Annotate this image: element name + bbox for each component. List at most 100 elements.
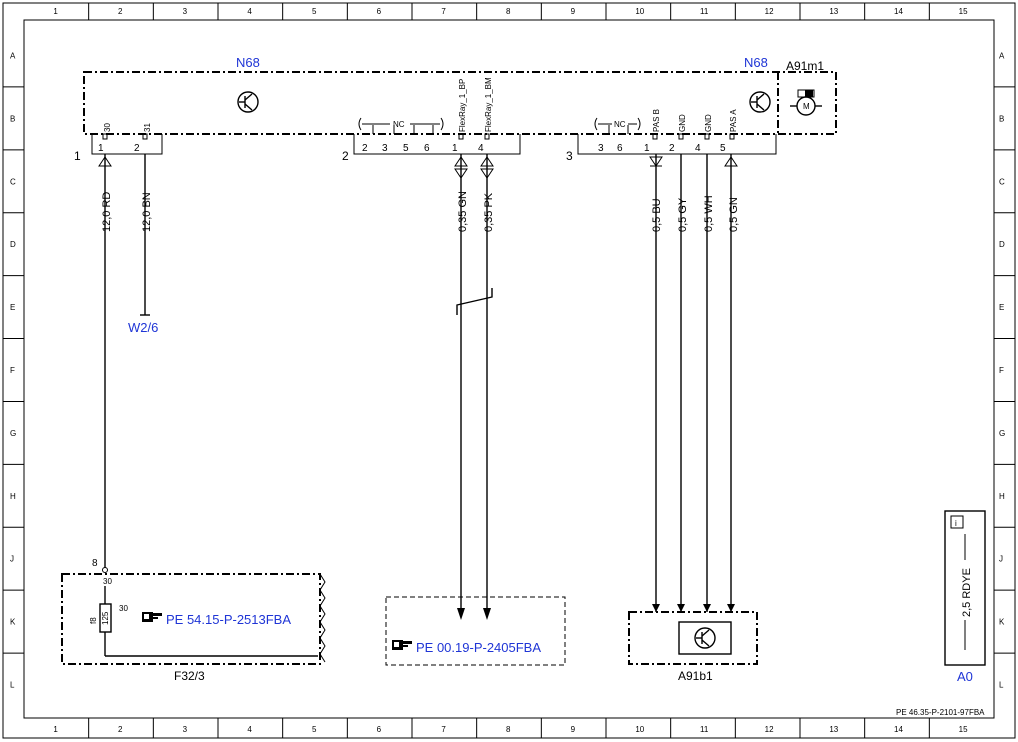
arrow-down-icon xyxy=(457,608,465,620)
grid-row-label: F xyxy=(999,366,1004,375)
a91b1-label: A91b1 xyxy=(678,669,713,683)
grid-column-label: 12 xyxy=(765,725,774,734)
grid-row-label: A xyxy=(999,51,1005,60)
nc-label: NC xyxy=(393,120,405,129)
grid-row-label: J xyxy=(10,555,14,564)
grid-column-label: 13 xyxy=(829,7,838,16)
connector-3-pin: 5 xyxy=(720,143,726,154)
fuse-top-pin: 8 xyxy=(92,558,98,569)
grid-row-label: C xyxy=(999,177,1005,186)
grid-row-label: A xyxy=(10,51,16,60)
sensor-frame xyxy=(678,621,732,655)
connector-3-pin: 1 xyxy=(644,143,650,154)
pin-marker xyxy=(484,133,490,140)
inner-frame xyxy=(23,19,995,719)
transistor-icon xyxy=(749,91,771,113)
pin-label: GND xyxy=(678,114,687,132)
grid-column-label: 15 xyxy=(959,725,968,734)
connector-2-pin: 1 xyxy=(452,143,458,154)
connector-3-pin: 6 xyxy=(617,143,623,154)
grid-row-label: H xyxy=(999,492,1005,501)
grid-column-label: 11 xyxy=(700,725,709,734)
connector-3-pin: 4 xyxy=(695,143,701,154)
grid-column-label: 10 xyxy=(635,7,644,16)
pin-marker xyxy=(102,133,108,140)
info-icon xyxy=(950,515,964,529)
connector-1-number: 1 xyxy=(74,149,81,163)
pin-label: 30 xyxy=(103,123,112,132)
wire-label: 0,35 GN xyxy=(457,191,469,232)
grid-column-label: 8 xyxy=(506,7,511,16)
transistor-icon xyxy=(237,91,259,113)
connector-2-pin: 3 xyxy=(382,143,388,154)
connector-1-pin: 1 xyxy=(98,143,104,154)
grid-column-label: 1 xyxy=(53,7,58,16)
grid-row-label: B xyxy=(999,114,1004,123)
connector-3-number: 3 xyxy=(566,149,573,163)
wire-label: 0,5 GN xyxy=(728,197,740,232)
fuse-side-pin: 30 xyxy=(119,604,128,613)
reference-link[interactable]: PE 54.15-P-2513FBA xyxy=(166,612,291,627)
pin-label: 31 xyxy=(143,123,152,132)
n68-label-left: N68 xyxy=(236,55,260,70)
pin-marker xyxy=(704,133,710,140)
arrow-down-icon xyxy=(703,604,711,612)
grid-row-label: F xyxy=(10,366,15,375)
pin-label: GND xyxy=(704,114,713,132)
connector-3-pin: 3 xyxy=(598,143,604,154)
grid-column-label: 13 xyxy=(829,725,838,734)
break-edge xyxy=(319,573,326,663)
grid-column-label: 5 xyxy=(312,7,317,16)
grid-row-label: J xyxy=(999,555,1003,564)
nc-bracket xyxy=(594,117,641,131)
flexray-ref-box xyxy=(385,596,566,666)
connector-3-body xyxy=(577,134,777,155)
grid-column-label: 15 xyxy=(959,7,968,16)
w2-6-label: W2/6 xyxy=(128,320,158,335)
reference-link[interactable]: PE 00.19-P-2405FBA xyxy=(416,640,541,655)
grid-column-label: 2 xyxy=(118,7,123,16)
pin-marker xyxy=(458,133,464,140)
grid-row-label: E xyxy=(10,303,15,312)
connector-2-pin: 4 xyxy=(478,143,484,154)
pin-marker xyxy=(142,133,148,140)
a0-label: A0 xyxy=(957,669,973,684)
wire-label: 0,5 GY xyxy=(677,197,689,232)
nc-bracket xyxy=(358,117,444,131)
connector-2-pin: 6 xyxy=(424,143,430,154)
arrow-down-icon xyxy=(483,608,491,620)
wire-label: 0,35 PK xyxy=(483,192,495,232)
legend-box xyxy=(944,510,986,666)
pin-marker xyxy=(678,133,684,140)
arrow-down-icon xyxy=(727,604,735,612)
connector-3-pin: 2 xyxy=(669,143,675,154)
svg-text:M: M xyxy=(803,102,810,111)
grid-column-label: 9 xyxy=(571,7,576,16)
transistor-icon xyxy=(694,627,716,649)
grid-row-label: K xyxy=(999,618,1005,627)
a91b1-box xyxy=(628,611,758,665)
wire-label: 0,5 WH xyxy=(703,195,715,232)
grid-row-label: H xyxy=(10,492,16,501)
grid-column-label: 7 xyxy=(441,725,446,734)
pin-marker xyxy=(729,133,735,140)
fuse-rating: 125 xyxy=(101,611,110,625)
pin-label: FlexRay_1_BP xyxy=(458,79,467,132)
grid-row-label: B xyxy=(10,114,15,123)
grid-column-label: 8 xyxy=(506,725,511,734)
pin-label: PAS B xyxy=(652,109,661,132)
arrow-down-icon xyxy=(677,604,685,612)
grid-row-label: C xyxy=(10,177,16,186)
grid-column-label: 3 xyxy=(183,7,188,16)
grid-column-label: 14 xyxy=(894,725,903,734)
grid-row-label: G xyxy=(10,429,16,438)
connector-2-number: 2 xyxy=(342,149,349,163)
f32-3-box xyxy=(61,573,321,665)
info-icon-glyph: i xyxy=(955,519,957,528)
a91m1-label: A91m1 xyxy=(786,59,824,73)
nc-label: NC xyxy=(614,120,626,129)
connector-1-body xyxy=(91,134,163,155)
connector-2-pin: 2 xyxy=(362,143,368,154)
document-id: PE 46.35-P-2101-97FBA xyxy=(896,708,985,717)
grid-column-label: 12 xyxy=(765,7,774,16)
